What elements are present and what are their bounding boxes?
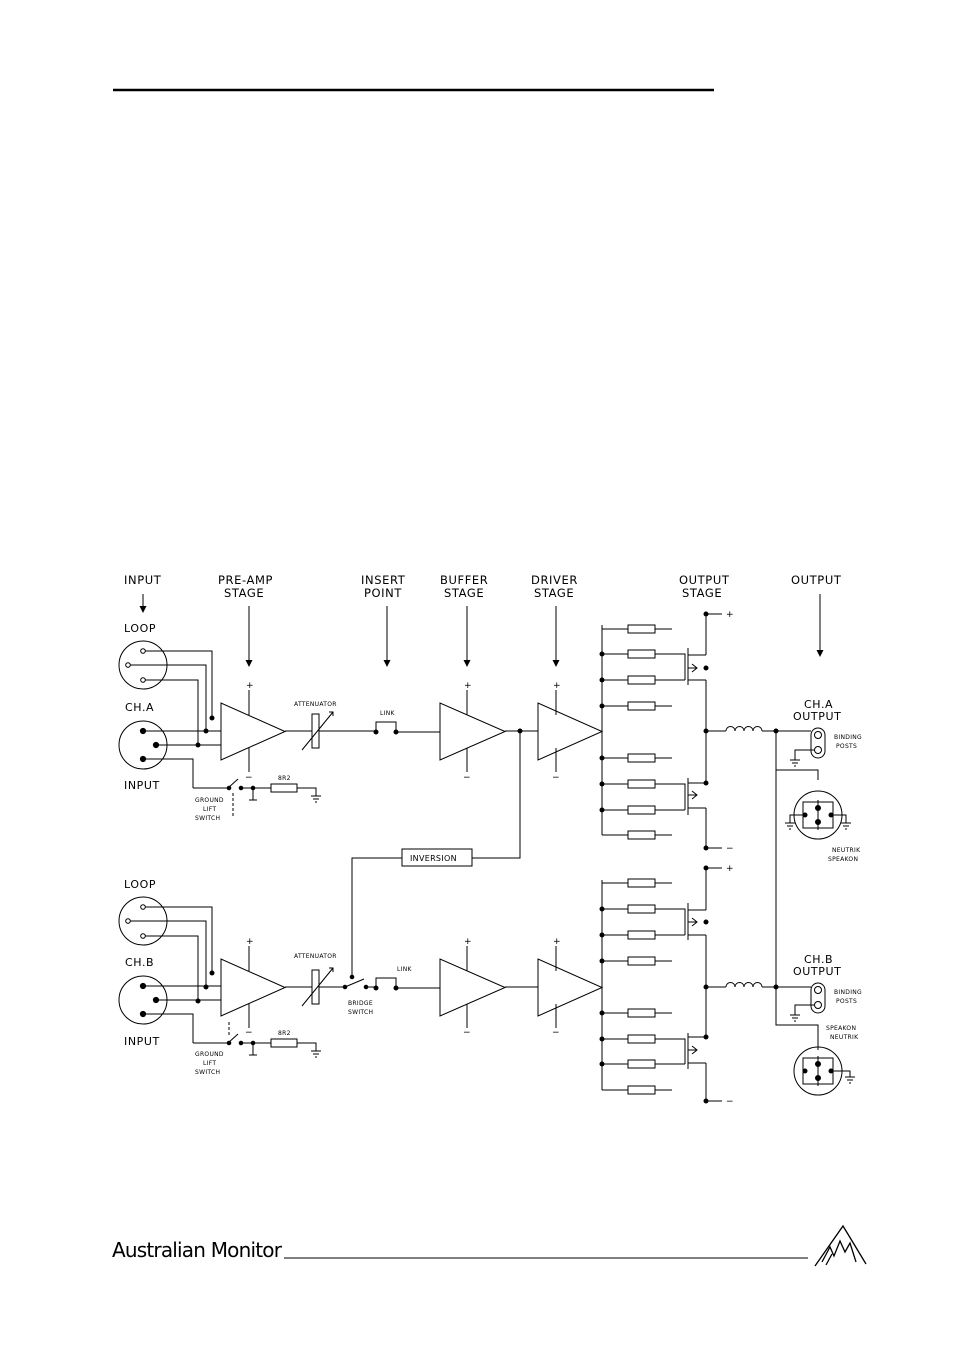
svg-text:−: − (245, 773, 253, 783)
ground-lift-b-1: GROUND (195, 1051, 224, 1058)
output-resistors-b (602, 878, 685, 1095)
svg-text:+: + (246, 937, 254, 947)
channel-name-b: CH.B (125, 956, 154, 969)
channel-name-a: CH.A (125, 701, 154, 714)
ground-lift-b-3: SWITCH (195, 1069, 220, 1076)
svg-text:+: + (553, 681, 561, 691)
bridge-switch-b-2: SWITCH (348, 1009, 373, 1016)
speakon-b (793, 1046, 855, 1096)
mosfet-lower-b (672, 987, 707, 1101)
labels-a: LOOP CH.A INPUT ATTENUATOR LINK 8R2 GROU… (124, 622, 862, 863)
attenuator-label-b: ATTENUATOR (294, 953, 337, 960)
buffer-a (439, 702, 507, 761)
attenuator-label-a: ATTENUATOR (294, 701, 337, 708)
header-driver-1: DRIVER (531, 573, 578, 587)
output-inductor-a (725, 726, 763, 732)
svg-text:−: − (552, 773, 560, 783)
driver-b (537, 958, 604, 1017)
svg-text:+: + (726, 864, 734, 874)
header-output-stage-1: OUTPUT (679, 573, 730, 587)
binding-posts-a-2: POSTS (836, 743, 857, 750)
header-insert-1: INSERT (361, 573, 406, 587)
buffer-b (439, 958, 507, 1017)
header-buffer-2: STAGE (444, 586, 484, 600)
speakon-b-1: SPEAKON (826, 1025, 856, 1032)
svg-text:−: − (726, 1097, 734, 1107)
speakon-b-2: NEUTRIK (830, 1034, 859, 1041)
svg-text:−: − (552, 1028, 560, 1038)
svg-text:+: + (553, 937, 561, 947)
binding-posts-b-1: BINDING (834, 989, 862, 996)
channel-a (118, 611, 851, 851)
brand-logo-icon (814, 1224, 867, 1267)
input-label-b: INPUT (124, 1035, 160, 1048)
output-label-a-2: OUTPUT (793, 710, 841, 723)
header-insert-2: POINT (364, 586, 402, 600)
output-inductor-b (725, 982, 763, 988)
output-label-b-2: OUTPUT (793, 965, 841, 978)
ground-lift-a-1: GROUND (195, 797, 224, 804)
brand-wordmark: Australian Monitor (112, 1238, 282, 1262)
header-preamp-1: PRE-AMP (218, 573, 273, 587)
header-driver-2: STAGE (534, 586, 574, 600)
output-label-a-1: CH.A (804, 698, 833, 711)
svg-text:−: − (463, 1028, 471, 1038)
binding-posts-b-2: POSTS (836, 998, 857, 1005)
svg-text:−: − (463, 773, 471, 783)
link-label-b: LINK (397, 966, 413, 973)
svg-text:+: + (726, 610, 734, 620)
resistor-8r2-a (270, 783, 298, 793)
svg-text:−: − (726, 844, 734, 854)
output-label-b-1: CH.B (804, 953, 833, 966)
binding-posts-a-1: BINDING (834, 734, 862, 741)
ground-lift-b-2: LIFT (203, 1060, 216, 1067)
link-label-a: LINK (380, 710, 396, 717)
column-headers: INPUT PRE-AMP STAGE INSERT POINT BUFFER … (124, 573, 842, 600)
header-input: INPUT (124, 573, 162, 587)
rail-symbols: + − + − + − + − + − + − + − + − (245, 610, 734, 1107)
resistor-label-a: 8R2 (278, 775, 291, 782)
preamp-b (220, 958, 287, 1017)
svg-text:+: + (464, 937, 472, 947)
header-buffer-1: BUFFER (440, 573, 488, 587)
binding-posts-a (810, 727, 826, 759)
svg-text:+: + (464, 681, 472, 691)
input-label-a: INPUT (124, 779, 160, 792)
preamp-a (220, 702, 287, 761)
svg-text:+: + (246, 681, 254, 691)
svg-text:−: − (245, 1028, 253, 1038)
output-resistors-a (602, 624, 685, 840)
inversion-block (351, 731, 521, 977)
labels-b: LOOP CH.B INPUT ATTENUATOR LINK BRIDGE S… (124, 878, 862, 1076)
header-output-stage-2: STAGE (682, 586, 722, 600)
mosfet-upper-b (672, 868, 707, 987)
speakon-a (785, 790, 851, 840)
ground-lift-a-2: LIFT (203, 806, 216, 813)
resistor-8r2-b (270, 1038, 298, 1048)
bridge-switch-b-1: BRIDGE (348, 1000, 373, 1007)
mosfet-upper-a (672, 614, 707, 731)
mosfet-lower-a (672, 731, 707, 848)
header-preamp-2: STAGE (224, 586, 264, 600)
header-output: OUTPUT (791, 573, 842, 587)
ground-lift-a-3: SWITCH (195, 815, 220, 822)
header-arrows (139, 594, 824, 667)
speakon-a-2: SPEAKON (828, 856, 858, 863)
driver-a (537, 702, 604, 761)
loop-label-b: LOOP (124, 878, 156, 891)
loop-label-a: LOOP (124, 622, 156, 635)
inversion-label: INVERSION (410, 854, 457, 863)
binding-posts-b (810, 982, 826, 1014)
channel-b (118, 770, 855, 1104)
speakon-a-1: NEUTRIK (832, 847, 861, 854)
resistor-label-b: 8R2 (278, 1030, 291, 1037)
